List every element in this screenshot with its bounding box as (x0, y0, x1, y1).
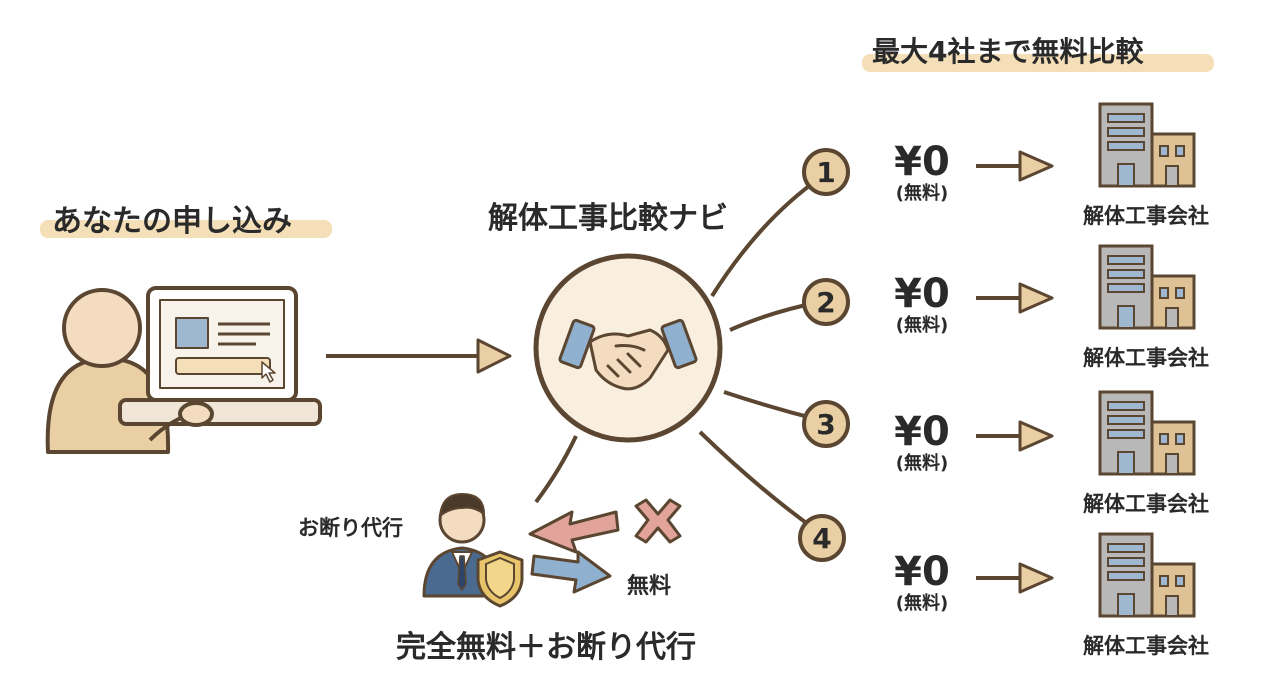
price-note-3: (無料) (895, 453, 949, 474)
number-circles: 1 2 3 4 (798, 148, 850, 562)
user-head-icon (62, 288, 142, 368)
company-arrows (976, 150, 1054, 594)
apply-title-highlight (40, 220, 332, 238)
user-laptop-illustration (45, 286, 322, 454)
navi-hub (533, 253, 723, 443)
price-note-4: (無料) (895, 593, 949, 614)
price-block-4: ¥0 (無料) (862, 550, 982, 614)
number-text-1: 1 (816, 156, 835, 189)
price-note-1: (無料) (895, 183, 949, 204)
bottom-title: 完全無料＋お断り代行 (396, 630, 696, 665)
laptop-base-icon (118, 398, 322, 426)
building-icon-2 (1098, 244, 1196, 330)
number-circle-1 (802, 148, 850, 196)
compare-title: 最大4社まで無料比較 (872, 35, 1144, 68)
company-name-1: 解体工事会社 (1083, 204, 1209, 228)
connector-refusal (534, 435, 578, 504)
company-name-4: 解体工事会社 (1083, 634, 1209, 658)
connector-4 (698, 430, 818, 532)
price-amount-3: ¥0 (894, 409, 950, 455)
refusal-label: お断り代行 (298, 516, 403, 540)
compare-title-highlight (862, 54, 1214, 72)
price-amount-4: ¥0 (894, 549, 950, 595)
number-text-3: 3 (816, 408, 835, 441)
cross-icon (634, 498, 682, 544)
price-amount-1: ¥0 (894, 139, 950, 185)
price-note-2: (無料) (895, 315, 949, 336)
price-block-1: ¥0 (無料) (862, 140, 982, 204)
free-label: 無料 (627, 574, 672, 599)
company-name-2: 解体工事会社 (1083, 346, 1209, 370)
building-icon-4 (1098, 532, 1196, 618)
number-circle-2 (802, 278, 850, 326)
number-text-2: 2 (816, 286, 835, 319)
building-icon-3 (1098, 390, 1196, 476)
arrow-to-company-1 (1018, 150, 1054, 182)
arrow-to-company-4 (1018, 562, 1054, 594)
building-icon-1 (1098, 102, 1196, 188)
arrow-to-company-3 (1018, 420, 1054, 452)
apply-title: あなたの申し込み (52, 204, 292, 239)
number-circle-4 (798, 514, 846, 562)
handshake-icon (558, 318, 698, 391)
company-name-3: 解体工事会社 (1083, 492, 1209, 516)
free-arrow-icon (530, 550, 612, 594)
apply-arrow (326, 338, 512, 374)
number-text-4: 4 (812, 522, 831, 555)
arrow-to-company-2 (1018, 282, 1054, 314)
price-block-2: ¥0 (無料) (862, 272, 982, 336)
refusal-agent-illustration (422, 493, 524, 608)
connector-1 (710, 176, 822, 298)
price-block-3: ¥0 (無料) (862, 410, 982, 474)
refusal-arrow-icon (528, 510, 620, 554)
price-amount-2: ¥0 (894, 271, 950, 317)
number-circle-3 (802, 400, 850, 448)
navi-title: 解体工事比較ナビ (488, 201, 728, 236)
